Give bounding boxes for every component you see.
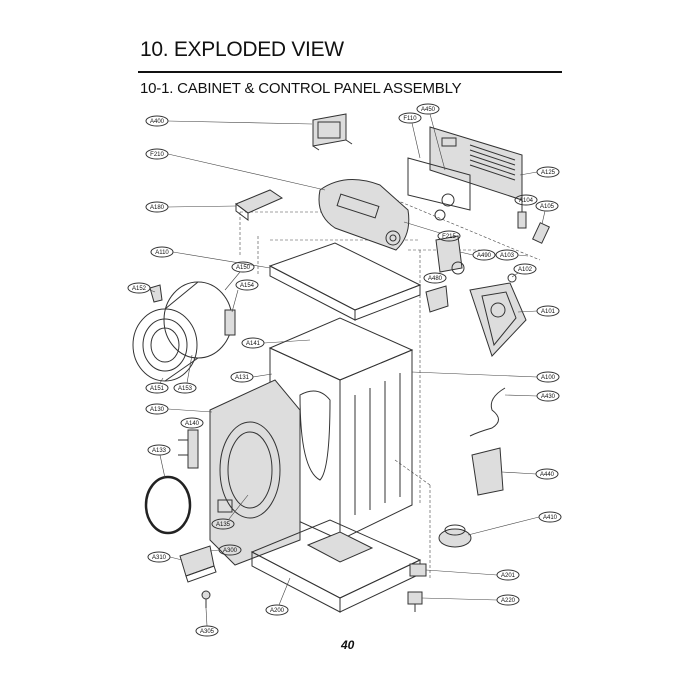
callout-A135: A135 (211, 494, 249, 530)
callout-F210: F210 (145, 148, 326, 191)
title-underline (138, 71, 562, 73)
callout-label: A100 (541, 375, 556, 381)
callout-F215: F215 (403, 221, 461, 242)
section-title: 10-1. CABINET & CONTROL PANEL ASSEMBLY (140, 80, 462, 97)
part-door-gasket-ring (144, 475, 192, 535)
callout-label: A450 (421, 107, 436, 113)
callout-A220: A220 (421, 594, 520, 606)
callout-label: A141 (246, 341, 261, 347)
callout-label: F110 (403, 116, 417, 122)
callout-label: A300 (223, 548, 238, 554)
callout-label: A310 (152, 555, 167, 561)
part-rear-access-panel (469, 282, 527, 357)
part-hinge (178, 429, 199, 469)
callout-A151: A151 (145, 377, 169, 394)
callout-A110: A110 (150, 246, 271, 269)
callout-label: A151 (150, 386, 165, 392)
callout-label: A305 (200, 629, 215, 635)
callout-label: A110 (155, 250, 169, 256)
part-front-panel (209, 379, 301, 566)
callout-label: A430 (541, 394, 556, 400)
callout-label: A135 (216, 522, 231, 528)
callout-label: A131 (235, 375, 250, 381)
callout-label: F215 (442, 234, 456, 240)
callout-A430: A430 (504, 390, 560, 402)
callout-label: A154 (240, 283, 255, 289)
callout-A153: A153 (173, 354, 197, 394)
callout-label: A200 (270, 608, 285, 614)
page-title: 10. EXPLODED VIEW (140, 38, 344, 61)
callout-A400: A400 (145, 115, 313, 127)
callout-A154: A154 (231, 279, 259, 313)
callout-A310: A310 (147, 551, 183, 563)
callout-A133: A133 (147, 444, 171, 479)
callout-A410: A410 (467, 511, 562, 536)
callout-label: A101 (541, 309, 556, 315)
callout-A140: A140 (180, 417, 204, 429)
callout-label: A130 (150, 407, 165, 413)
callout-A490: A490 (459, 249, 496, 261)
callout-A305: A305 (195, 607, 219, 637)
callout-label: A400 (150, 119, 165, 125)
callout-label: A104 (519, 198, 534, 204)
part-door-lock-hardware (425, 235, 517, 313)
callout-A180: A180 (145, 201, 237, 213)
callout-label: A150 (236, 265, 251, 271)
callout-label: A440 (540, 472, 555, 478)
callout-A152: A152 (127, 282, 156, 294)
callout-label: A140 (185, 421, 200, 427)
callout-label: A153 (178, 386, 193, 392)
callout-label: A105 (540, 204, 555, 210)
callout-A103: A103 (495, 249, 529, 261)
callout-label: A201 (501, 573, 516, 579)
callout-A480: A480 (423, 272, 447, 284)
callout-A105: A105 (535, 200, 559, 225)
part-filter-cover (179, 545, 217, 583)
callout-A130: A130 (145, 403, 213, 415)
callout-A201: A201 (425, 569, 520, 581)
callout-label: A220 (501, 598, 516, 604)
callout-label: A480 (428, 276, 443, 282)
callout-A141: A141 (241, 337, 311, 349)
part-display-board (312, 113, 353, 151)
callout-label: A410 (543, 515, 558, 521)
part-pcb-frame (407, 157, 471, 221)
callout-A100: A100 (411, 371, 560, 383)
callout-label: F210 (150, 152, 164, 158)
callout-label: A102 (518, 267, 533, 273)
callout-label: A133 (152, 448, 167, 454)
part-power-cord (469, 387, 506, 496)
part-control-panel (318, 179, 410, 251)
callout-A440: A440 (501, 468, 559, 480)
callout-labels: A400 A450 F110 F210 A125 A180 A104 A105 … (127, 103, 562, 637)
part-door-latch (149, 284, 163, 303)
callout-label: A490 (477, 253, 492, 259)
callout-label: A125 (541, 170, 556, 176)
callout-A300: A300 (209, 544, 242, 556)
callout-A104: A104 (514, 194, 538, 206)
callout-label: A103 (500, 253, 515, 259)
part-leveling-feet (407, 563, 427, 612)
callout-A450: A450 (416, 103, 446, 171)
callout-A200: A200 (265, 577, 291, 616)
callout-A102: A102 (511, 263, 537, 278)
part-base-frame (250, 519, 422, 613)
page-number: 40 (341, 638, 355, 652)
part-door-assembly (132, 281, 236, 382)
part-drain-pump (438, 524, 472, 548)
callout-label: A180 (150, 205, 165, 211)
callout-A150: A150 (224, 261, 255, 291)
callout-A125: A125 (519, 166, 560, 178)
part-detergent-drawer (234, 189, 284, 221)
parts-drawing (132, 113, 550, 613)
callout-F110: F110 (398, 112, 422, 159)
callout-label: A152 (132, 286, 147, 292)
part-top-plate (268, 242, 422, 321)
part-rear-control-plate (429, 126, 523, 201)
part-screw (201, 590, 211, 608)
callout-A101: A101 (517, 305, 560, 317)
part-valves (517, 200, 550, 244)
callout-A131: A131 (230, 371, 273, 383)
